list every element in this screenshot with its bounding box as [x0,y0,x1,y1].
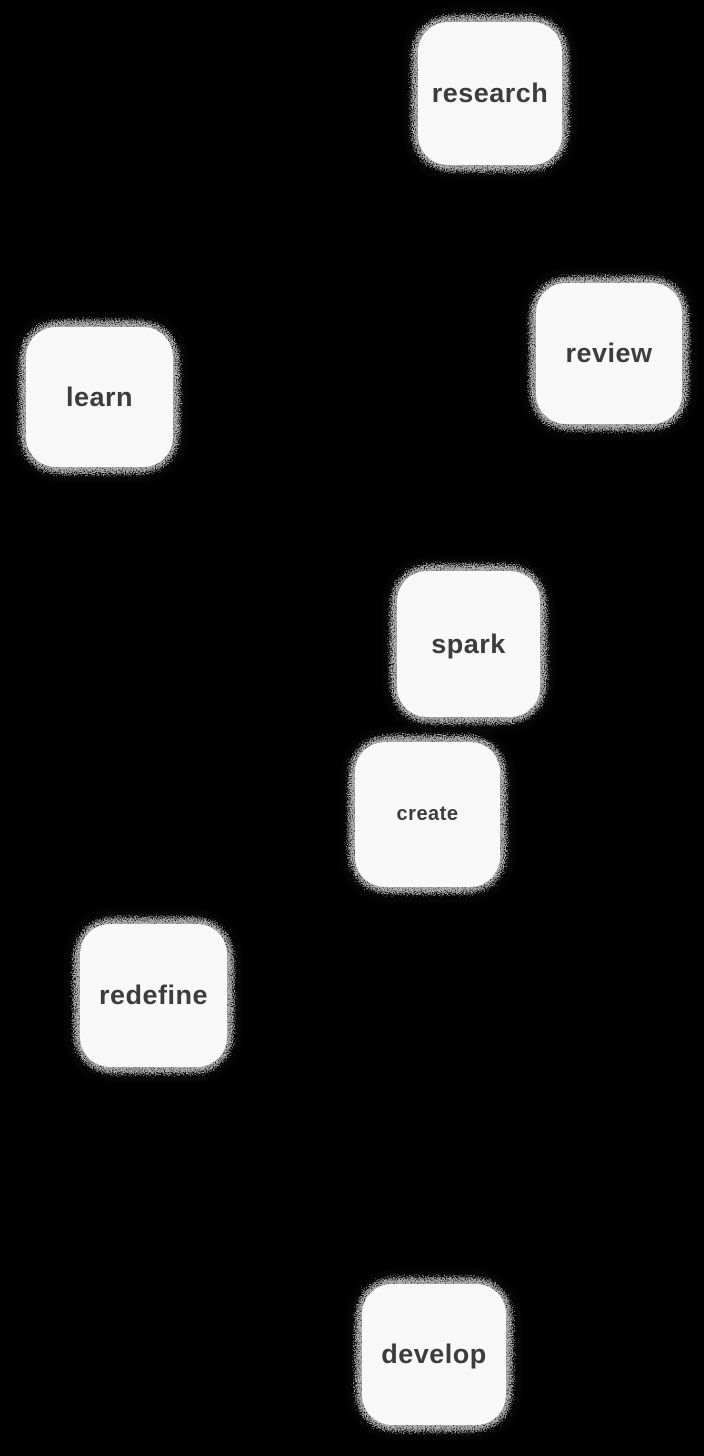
card-create[interactable]: create [355,742,500,887]
card-learn[interactable]: learn [26,327,173,467]
card-develop[interactable]: develop [362,1284,506,1425]
card-label: research [431,78,549,108]
card-redefine[interactable]: redefine [80,924,227,1067]
card-spark[interactable]: spark [397,571,540,717]
card-label: redefine [98,980,209,1010]
card-label: spark [431,628,506,659]
card-research[interactable]: research [418,22,562,165]
card-label: review [565,338,653,368]
card-review[interactable]: review [536,283,682,424]
card-label: create [396,803,459,825]
card-label: develop [381,1339,487,1369]
card-label: learn [65,381,134,412]
